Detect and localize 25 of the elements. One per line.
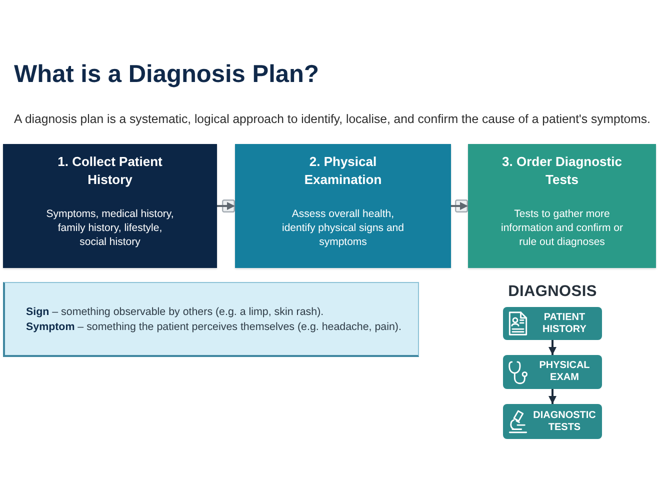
- flow-step-label: PATIENT HISTORY: [542, 312, 588, 336]
- process-box: [3, 144, 217, 268]
- section-heading: DIAGNOSIS: [507, 283, 598, 301]
- connector-arrow: [548, 389, 556, 404]
- connector-arrow: [548, 340, 556, 355]
- process-box: [468, 144, 656, 268]
- flow-step-box: [503, 307, 602, 340]
- definition-text: Sign – something observable by others (e.g. a limp, skin rash).: [26, 305, 325, 320]
- step-description: Tests to gather more information and confirm or rule out diagnoses: [500, 207, 624, 249]
- step-description: Symptoms, medical history, family history, lifestyle, social history: [45, 207, 175, 249]
- flow-step-label: DIAGNOSTIC TESTS: [532, 410, 597, 434]
- flow-step-box: [503, 404, 602, 439]
- flow-step-label: PHYSICAL EXAM: [538, 360, 591, 384]
- connector-arrow: [217, 200, 235, 212]
- process-box: [235, 144, 451, 268]
- definition-text: Symptom – something the patient perceives themselves (e.g. headache, pain).: [26, 320, 402, 335]
- step-description: Assess overall health, identify physical signs and symptoms: [281, 207, 405, 249]
- page-title: What is a Diagnosis Plan?: [14, 60, 319, 90]
- intro-text: A diagnosis plan is a systematic, logical approach to identify, localise, and confirm the cause of a patient's symptoms.: [14, 111, 650, 127]
- step-title: 1. Collect Patient History: [56, 153, 164, 189]
- step-title: 2. Physical Examination: [303, 153, 383, 189]
- step-title: 3. Order Diagnostic Tests: [501, 153, 623, 189]
- flow-step-box: [503, 355, 602, 389]
- definition-box: [3, 282, 419, 357]
- connector-arrow: [451, 200, 468, 212]
